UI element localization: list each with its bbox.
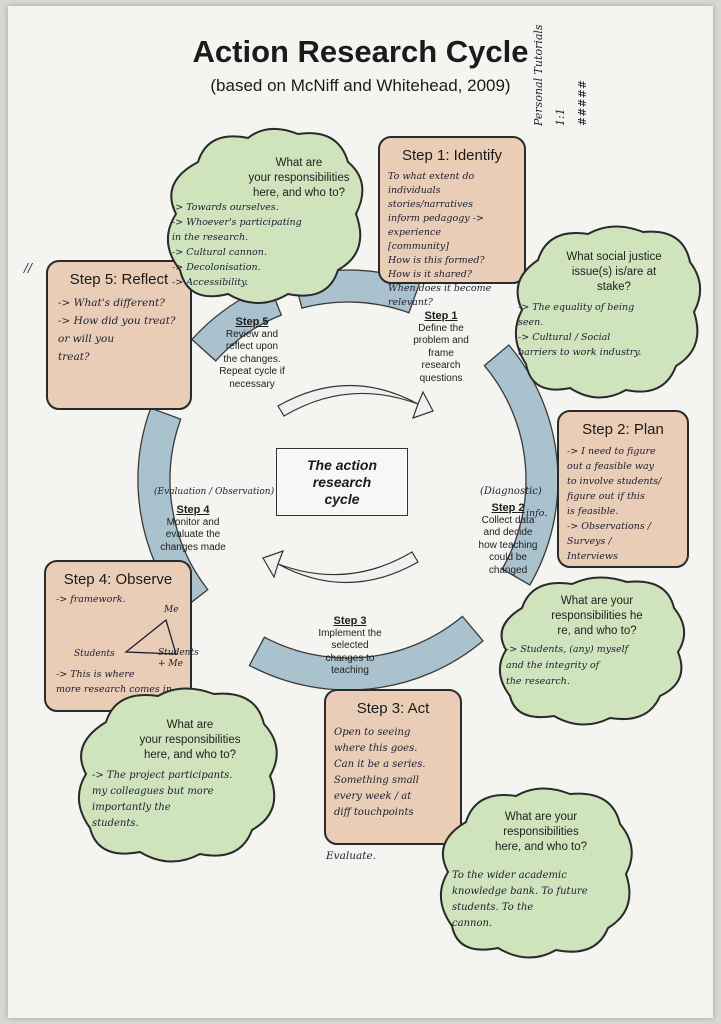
box-title-observe: Step 4: Observe: [63, 571, 173, 588]
cycle-heading-step1: Step 1: [424, 310, 458, 322]
observe-label-me: Me: [164, 605, 179, 615]
cycle-heading-step2: Step 2: [491, 502, 525, 514]
box-notes-reflect: -> What's different? -> How did you trea…: [58, 297, 176, 363]
act-evaluate-note: Evaluate.: [326, 850, 377, 862]
page-subtitle: (based on McNiff and Whitehead, 2009): [210, 76, 511, 95]
segment-step3: [248, 615, 484, 691]
cloud-responsibilities-top: What are your responsibilities here, and…: [158, 122, 372, 308]
inner-arrow-top: [277, 384, 434, 419]
cycle-heading-step3: Step 3: [333, 615, 367, 627]
inner-arrow-bottom: [262, 550, 419, 584]
cycle-note-step4: (Evaluation / Observation): [154, 487, 275, 497]
cloud-shape-left: [78, 687, 278, 863]
box-notes-act: Open to seeing where this goes. Can it b…: [334, 727, 426, 818]
cycle-text-step3: Implement the selected changes to teachi…: [318, 627, 382, 677]
box-title-plan: Step 2: Plan: [582, 421, 664, 438]
cloud-responsibilities-bottom: What are your responsibilities here, and…: [432, 782, 640, 960]
cloud-responsibilities-left: What are your responsibilities here, and…: [70, 682, 290, 866]
cloud-question-right: What are your responsibilities he re, an…: [551, 595, 643, 637]
box-step3-act: Step 3: Act Open to seeing where this go…: [324, 689, 462, 845]
page-title: Action Research Cycle: [192, 34, 529, 69]
cloud-shape-top: [166, 127, 364, 304]
cycle-note-info: info.: [526, 508, 548, 519]
segment-step4: [137, 407, 209, 611]
cycle-heading-step4: Step 4: [176, 504, 210, 516]
cycle-heading-step5: Step 5: [235, 316, 269, 328]
cycle-text-step1: Define the problem and frame research qu…: [413, 322, 469, 384]
cloud-notes-top: -> Towards ourselves. -> Whoever's parti…: [172, 202, 302, 288]
cloud-notes-justice: -> The equality of being seen. -> Cultur…: [518, 302, 642, 358]
cloud-social-justice: What social justice issue(s) is/are at s…: [508, 220, 706, 400]
reflect-mark: //: [24, 261, 33, 275]
observe-label-students-me: Students + Me: [158, 648, 199, 669]
cloud-question-left: What are your responsibilities here, and…: [139, 719, 241, 761]
cycle-note-step2: (Diagnostic): [480, 486, 542, 497]
cloud-shape-bottom: [440, 787, 633, 959]
cloud-responsibilities-right: What are your responsibilities he re, an…: [492, 572, 692, 726]
cloud-shape-justice: [515, 225, 701, 399]
cycle-text-step5: Review and reflect upon the changes. Rep…: [219, 328, 285, 390]
segment-step5: [191, 284, 283, 362]
box-title-act: Step 3: Act: [356, 700, 430, 717]
cycle-text-step4: Monitor and evaluate the changes made: [160, 516, 226, 553]
cloud-question-top: What are your responsibilities here, and…: [248, 157, 350, 199]
box-step1-identify: Step 1: Identify To what extent do indiv…: [378, 136, 526, 308]
box-step2-plan: Step 2: Plan -> I need to figure out a f…: [557, 410, 689, 568]
box-notes-plan: -> I need to figure out a feasible way t…: [567, 446, 662, 562]
box-notes-identify: To what extent do individuals stories/na…: [388, 171, 492, 308]
worksheet-page: Action Research Cycle (based on McNiff a…: [8, 6, 713, 1018]
segment-step2: [483, 344, 559, 586]
box-notes-observe: -> framework. -> This is where more rese…: [56, 594, 175, 695]
cloud-question-bottom: What are your responsibilities here, and…: [494, 811, 588, 853]
box-title-identify: Step 1: Identify: [401, 147, 503, 164]
box-title-reflect: Step 5: Reflect: [69, 271, 169, 288]
cloud-notes-bottom: To the wider academic knowledge bank. To…: [452, 870, 588, 929]
cloud-question-justice: What social justice issue(s) is/are at s…: [566, 251, 662, 293]
cloud-notes-left: -> The project participants. my colleagu…: [92, 770, 233, 829]
box-step5-reflect: Step 5: Reflect -> What's different? -> …: [46, 260, 192, 410]
cloud-shape-right: [499, 576, 685, 726]
cycle-center-label: The action research cycle: [276, 448, 408, 516]
cloud-notes-right: -> Students, (any) myself and the integr…: [506, 644, 629, 687]
observe-triangle: [124, 618, 177, 655]
observe-label-students: Students: [74, 649, 115, 659]
cycle-text-step2: Collect data and decide how teaching cou…: [478, 514, 538, 576]
